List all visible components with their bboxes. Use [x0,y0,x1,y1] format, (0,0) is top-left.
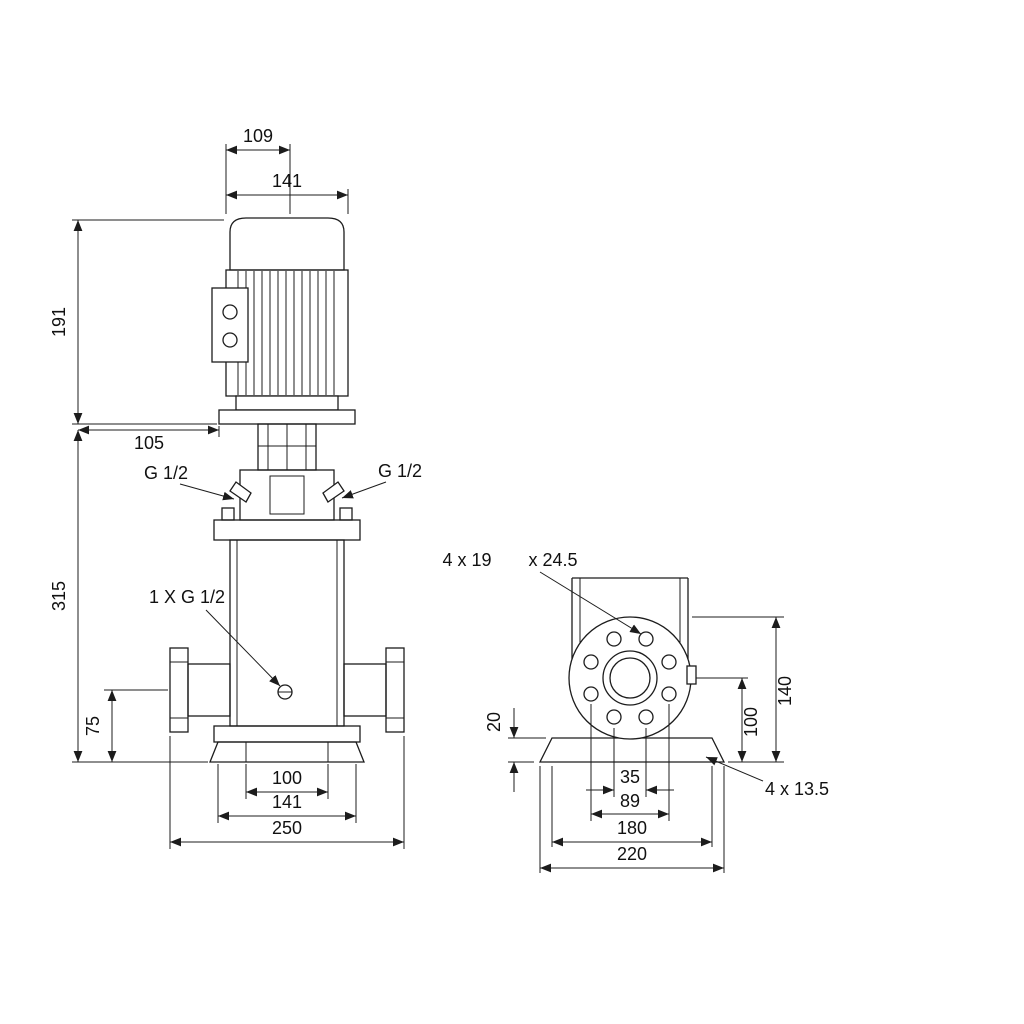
suction-flange [169,647,189,733]
dim-250-label: 250 [272,818,302,838]
gauge-tap [686,665,697,685]
label-g12-left: G 1/2 [144,463,235,501]
dim-140-label: 140 [775,676,795,706]
dim-141-base-label: 141 [272,792,302,812]
dim-220: 220 [539,766,725,873]
dim-109-label: 109 [243,126,273,146]
vent-plug-left [229,481,252,503]
label-flange-holes: 4 x 19 x 24.5 [442,550,642,635]
bore-inner-circle [609,657,651,699]
dim-75-label: 75 [83,716,103,736]
dim-220-label: 220 [617,844,647,864]
drain-label: 1 X G 1/2 [149,587,225,607]
cable-entry-hole [222,332,238,348]
dim-20-label: 20 [484,712,504,732]
terminal-box [211,287,249,363]
flange-outer-circle [568,616,692,740]
pump-base [209,725,365,763]
motor-stool-plate [218,409,356,425]
dim-105: 105 [78,425,220,453]
dim-180-label: 180 [617,818,647,838]
dim-105-label: 105 [134,433,164,453]
vent-plug-right [322,481,345,503]
dim-141-motor: 141 [226,171,349,214]
label-base-holes: 4 x 13.5 [705,756,829,799]
side-base [538,737,726,763]
dim-315: 315 [49,430,208,763]
pump-head [213,469,361,541]
label-g12-right: G 1/2 [341,461,422,499]
dim-191: 191 [49,219,224,425]
dim-89-label: 89 [620,791,640,811]
front-view: 109 141 191 105 315 75 [49,126,422,849]
dim-100-side-label: 100 [741,707,761,737]
flange-face [568,616,697,740]
motor-foot [235,395,339,411]
dim-141-motor-label: 141 [272,171,302,191]
dim-141-base: 141 [217,764,357,823]
coupling-section [257,423,317,471]
discharge-pipe [343,663,387,717]
inline-ports [169,647,405,733]
discharge-flange [385,647,405,733]
side-view: 4 x 19 x 24.5 20 100 140 [442,550,829,873]
stay-bolt-right [339,507,353,521]
base-holes-label: 4 x 13.5 [765,779,829,799]
suction-pipe [187,663,231,717]
dim-20: 20 [484,708,546,792]
g12-right-label: G 1/2 [378,461,422,481]
flange-bolt-holes [583,631,677,725]
dim-191-label: 191 [49,307,69,337]
dim-35-label: 35 [620,767,640,787]
cable-entry-hole [222,304,238,320]
dim-315-label: 315 [49,581,69,611]
bore-outer-circle [602,650,658,706]
dim-109: 109 [225,126,291,214]
dim-100-side: 100 [696,677,784,763]
dim-180: 180 [551,766,713,847]
g12-left-label: G 1/2 [144,463,188,483]
dim-250: 250 [169,736,405,849]
label-drain: 1 X G 1/2 [149,587,281,687]
dim-140: 140 [692,616,795,762]
dim-100-base: 100 [245,764,329,799]
top-flange [213,519,361,541]
dim-100-base-label: 100 [272,768,302,788]
dim-89: 89 [590,704,670,821]
motor-fins [237,271,335,395]
chamber-stack [229,539,345,727]
flange-holes-label: 4 x 19 [442,550,491,570]
dim-75: 75 [83,689,168,762]
motor-outline [211,217,356,425]
stay-bolt-left [221,507,235,521]
flange-counterbore-label: x 24.5 [528,550,577,570]
